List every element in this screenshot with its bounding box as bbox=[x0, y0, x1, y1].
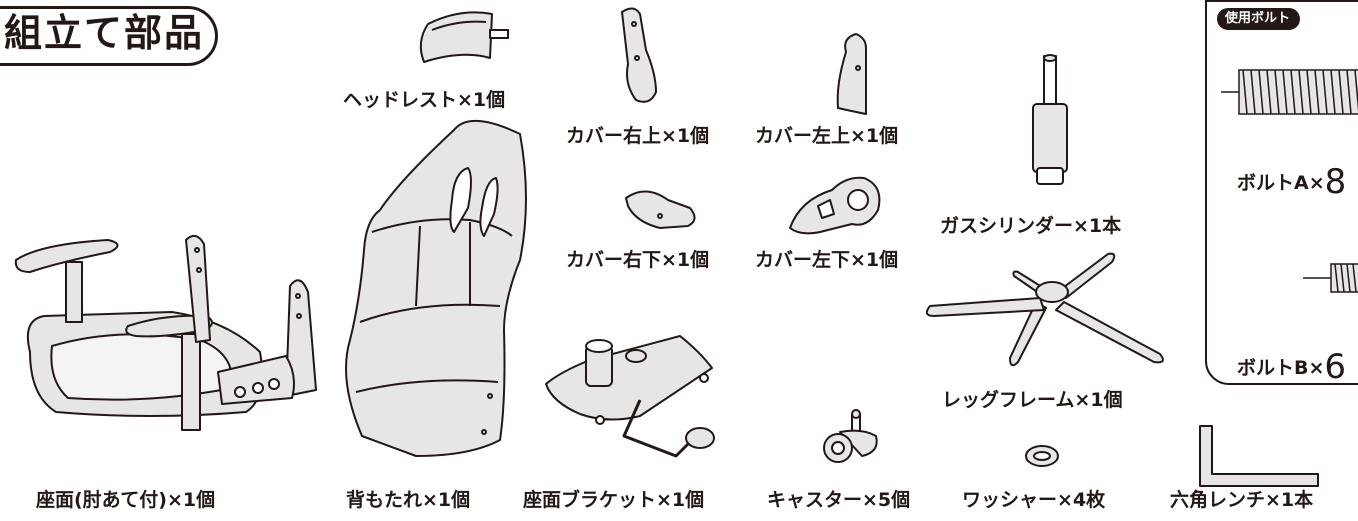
hex-wrench-label: 六角レンチ×1本 bbox=[1170, 489, 1314, 511]
backrest-image bbox=[345, 119, 527, 457]
bolt-a-text: ボルトA× bbox=[1237, 172, 1325, 194]
caster-label: キャスター×5個 bbox=[767, 489, 911, 511]
washer-image bbox=[1025, 445, 1059, 467]
cover-lower-right-image bbox=[625, 190, 696, 229]
bolt-panel: 使用ボルト ボルトA×8 ボルトB×6 bbox=[1205, 0, 1358, 385]
bolt-b-image bbox=[1303, 263, 1358, 293]
leg-frame-image bbox=[925, 252, 1164, 367]
cover-upper-right-image bbox=[621, 7, 657, 103]
seat-bracket-image bbox=[545, 335, 715, 458]
headrest-image bbox=[419, 11, 509, 63]
cover-lower-left-label: カバー左下×1個 bbox=[755, 249, 899, 271]
cover-upper-right-label: カバー右上×1個 bbox=[566, 125, 710, 147]
washer-label: ワッシャー×4枚 bbox=[962, 489, 1106, 511]
backrest-label: 背もたれ×1個 bbox=[346, 489, 471, 511]
bolt-b-label: ボルトB×6 bbox=[1237, 347, 1347, 385]
section-title: 組立て部品 bbox=[4, 11, 205, 55]
bolt-panel-tag: 使用ボルト bbox=[1217, 8, 1301, 30]
cover-upper-left-image bbox=[836, 33, 867, 115]
headrest-label: ヘッドレスト×1個 bbox=[343, 89, 506, 111]
gas-cylinder-label: ガスシリンダー×1本 bbox=[940, 215, 1122, 237]
seat-bracket-label: 座面ブラケット×1個 bbox=[523, 489, 705, 511]
seat-label: 座面(肘あて付)×1個 bbox=[36, 489, 216, 511]
seat-image bbox=[14, 234, 317, 431]
bolt-a-count: 8 bbox=[1324, 162, 1347, 202]
bolt-art bbox=[1221, 69, 1358, 293]
cover-upper-left-label: カバー左上×1個 bbox=[755, 125, 899, 147]
bolt-b-text: ボルトB× bbox=[1237, 357, 1325, 379]
leg-frame-label: レッグフレーム×1個 bbox=[942, 389, 1123, 411]
section-title-frame bbox=[0, 6, 218, 66]
bolt-a-image bbox=[1221, 69, 1358, 115]
cover-lower-right-label: カバー右下×1個 bbox=[566, 249, 710, 271]
hex-wrench-image bbox=[1199, 425, 1319, 487]
cover-lower-left-image bbox=[789, 176, 881, 235]
caster-image bbox=[823, 409, 878, 463]
gas-cylinder-image bbox=[1032, 54, 1068, 185]
bolt-a-label: ボルトA×8 bbox=[1237, 162, 1346, 202]
bolt-b-count: 6 bbox=[1324, 347, 1347, 385]
